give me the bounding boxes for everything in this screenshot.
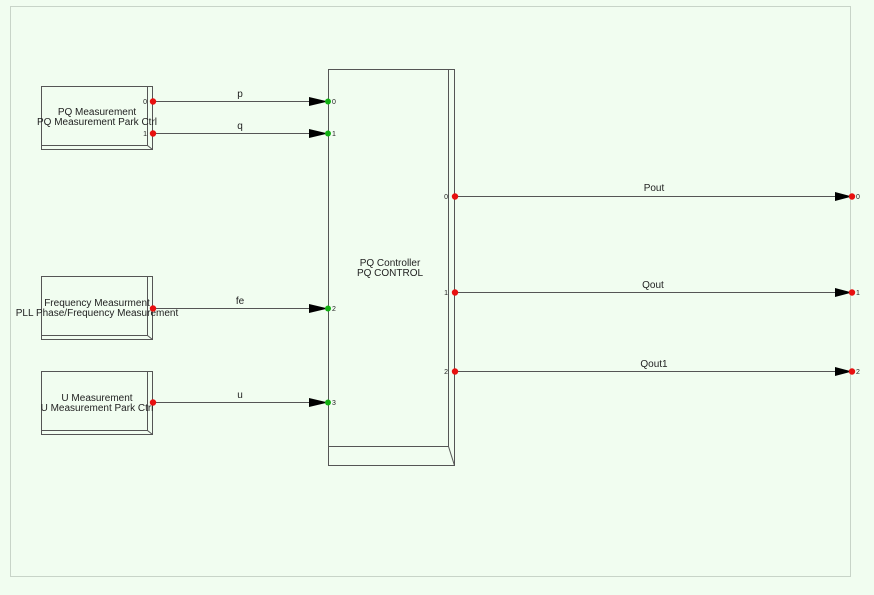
arrow-head-icon <box>309 304 328 313</box>
output-port-dot[interactable] <box>149 130 157 137</box>
signal-fe[interactable]: fe <box>153 296 328 313</box>
signal-pout[interactable]: Pout <box>455 183 852 201</box>
input-ports <box>325 98 331 406</box>
port-number: 1 <box>332 131 336 138</box>
arrow-head-icon <box>309 97 328 106</box>
signal-label: p <box>237 89 243 100</box>
signal-q[interactable]: q <box>153 121 328 138</box>
output-port-dot[interactable] <box>149 305 157 312</box>
block-subtitle: PQ CONTROL <box>357 268 424 279</box>
block-pq-controller[interactable]: PQ Controller PQ CONTROL 0 1 2 3 0 1 2 <box>328 69 455 466</box>
block-subtitle: PQ Measurement Park Ctrl <box>37 117 157 128</box>
signal-label: Qout <box>642 280 664 291</box>
port-number: 0 <box>444 194 448 201</box>
signal-label: q <box>237 121 243 132</box>
input-port-dot[interactable] <box>325 305 331 312</box>
output-port-dot[interactable] <box>451 368 459 375</box>
block-subtitle: PLL Phase/Frequency Measurement <box>16 308 179 319</box>
port-number: 1 <box>444 290 448 297</box>
block-title: PQ Measurement <box>58 107 137 118</box>
input-port-dot[interactable] <box>325 98 331 105</box>
block-u-measurement[interactable]: U Measurement U Measurement Park Ctrl <box>41 371 154 435</box>
output-port-dot[interactable] <box>149 399 157 406</box>
signal-qout[interactable]: Qout <box>455 280 852 297</box>
output-port-dot[interactable] <box>149 98 157 105</box>
input-port-dot[interactable] <box>325 399 331 406</box>
signal-p[interactable]: p <box>153 89 328 106</box>
output-port-dot[interactable] <box>848 368 856 375</box>
outport-number: 0 <box>856 194 860 201</box>
port-number: 0 <box>332 99 336 106</box>
arrow-head-icon <box>835 367 852 376</box>
arrow-head-icon <box>309 129 328 138</box>
block-subtitle: U Measurement Park Ctrl <box>41 403 154 414</box>
signal-u[interactable]: u <box>153 390 328 407</box>
block-title: Frequency Measurment <box>44 298 150 309</box>
output-port-dot[interactable] <box>451 289 459 296</box>
signal-label: Pout <box>644 183 665 194</box>
block-title: PQ Controller <box>360 258 421 269</box>
output-ports <box>149 98 856 406</box>
port-number: 1 <box>143 131 147 138</box>
signal-label: u <box>237 390 243 401</box>
outport-number: 2 <box>856 369 860 376</box>
output-port-dot[interactable] <box>451 193 459 200</box>
arrow-head-icon <box>835 288 852 297</box>
port-number: 3 <box>332 400 336 407</box>
block-title: U Measurement <box>61 393 132 404</box>
block-pq-measurement[interactable]: PQ Measurement PQ Measurement Park Ctrl … <box>37 86 157 150</box>
arrow-head-icon <box>309 398 328 407</box>
port-number: 2 <box>444 369 448 376</box>
outport-number: 1 <box>856 290 860 297</box>
signal-qout1[interactable]: Qout1 <box>455 359 852 376</box>
arrow-head-icon <box>835 192 852 201</box>
port-number: 2 <box>332 306 336 313</box>
signal-label: Qout1 <box>640 359 668 370</box>
signal-label: fe <box>236 296 245 307</box>
output-port-dot[interactable] <box>848 193 856 200</box>
port-number: 0 <box>143 99 147 106</box>
input-port-dot[interactable] <box>325 130 331 137</box>
output-port-dot[interactable] <box>848 289 856 296</box>
